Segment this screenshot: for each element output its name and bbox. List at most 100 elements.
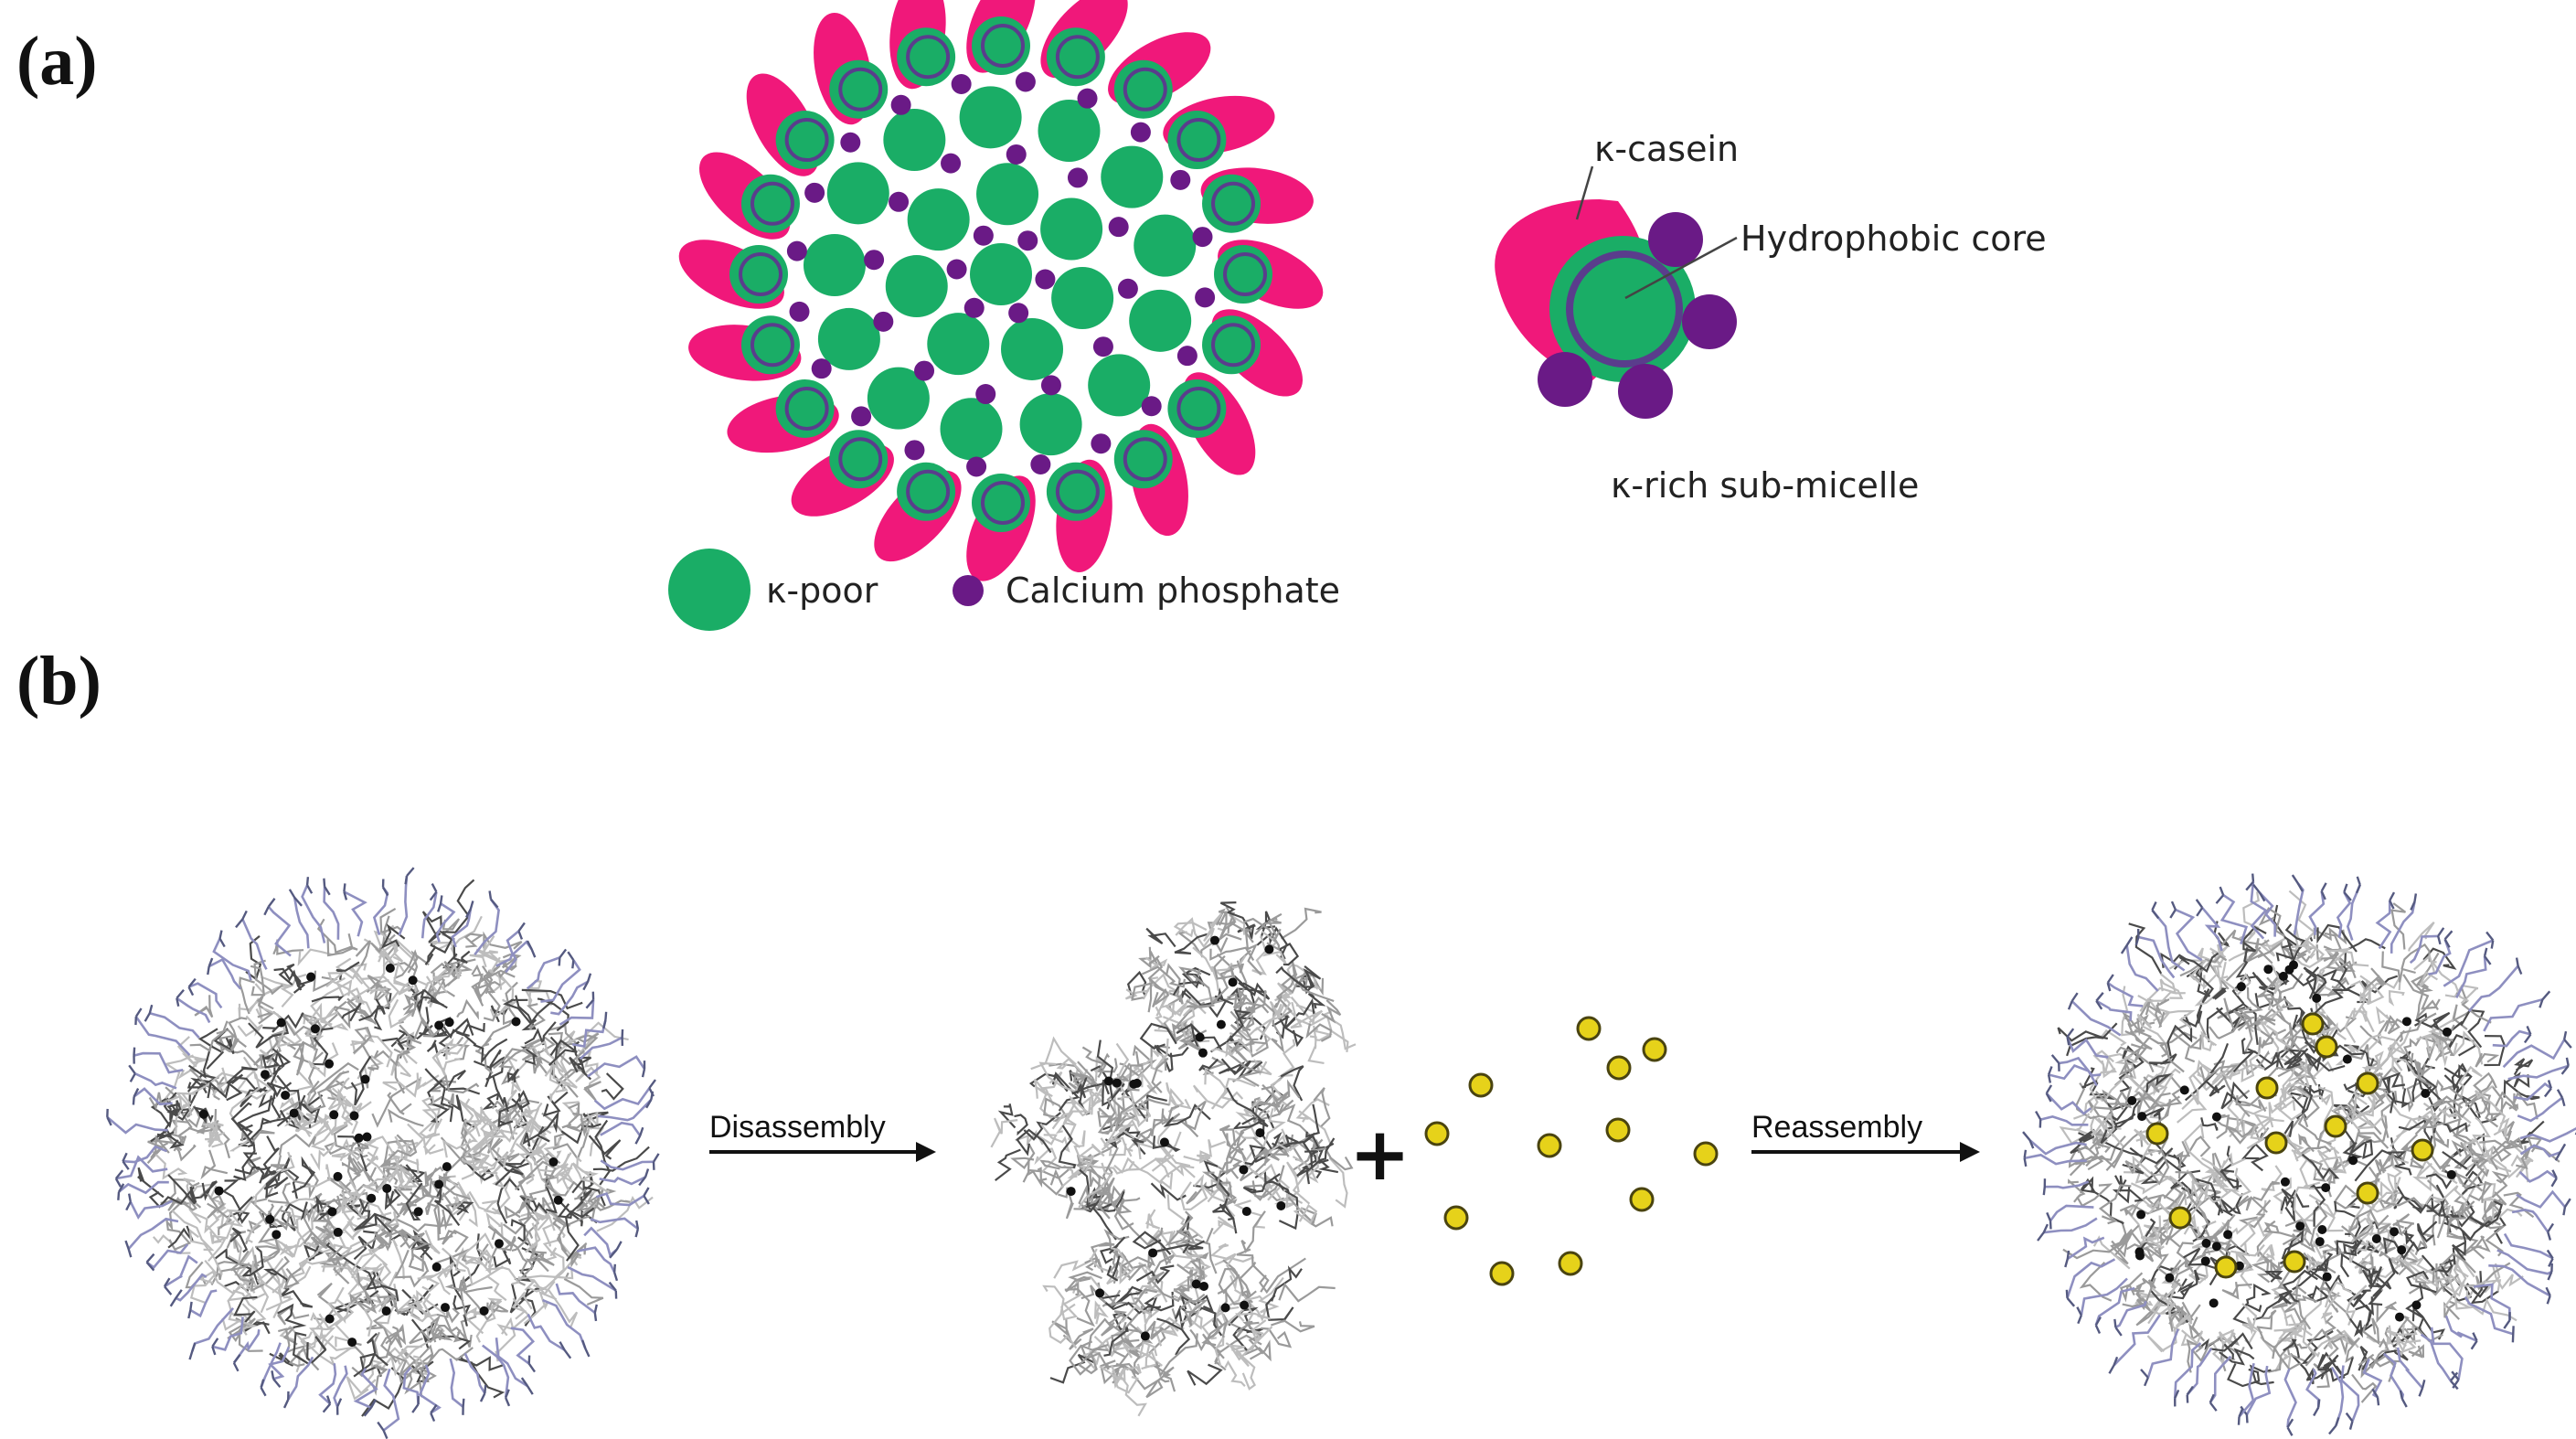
casein-chain bbox=[1178, 1034, 1204, 1053]
casein-chain bbox=[2202, 951, 2223, 991]
hair-tip bbox=[520, 1377, 534, 1395]
casein-chain bbox=[2440, 1280, 2465, 1309]
kappa-casein-hair bbox=[2175, 908, 2203, 962]
casein-chain bbox=[2395, 1324, 2417, 1353]
casein-chain bbox=[1081, 1046, 1108, 1078]
casein-chain bbox=[312, 1027, 334, 1066]
kappa-casein-hair bbox=[2464, 1295, 2514, 1336]
inner-submicelle bbox=[959, 86, 1022, 149]
casein-chain bbox=[1251, 1165, 1285, 1199]
casein-chain bbox=[1059, 1155, 1095, 1189]
casein-chain bbox=[308, 1311, 324, 1341]
hair-tip bbox=[2065, 1289, 2076, 1307]
casein-chain bbox=[1166, 1082, 1192, 1110]
casein-chain bbox=[1271, 1008, 1285, 1054]
casein-chain bbox=[1138, 946, 1159, 969]
casein-chain bbox=[1211, 1078, 1256, 1110]
kappa-casein-hair bbox=[526, 956, 560, 990]
calcium-phosphate-dot bbox=[904, 440, 925, 461]
casein-chain bbox=[314, 1225, 334, 1246]
casein-chain bbox=[267, 1182, 291, 1205]
casein-chain bbox=[1106, 1073, 1125, 1125]
casein-chain bbox=[361, 1178, 386, 1192]
casein-chain bbox=[350, 1055, 372, 1106]
casein-chain bbox=[2403, 1038, 2417, 1067]
casein-chain bbox=[1121, 1088, 1146, 1120]
casein-chain bbox=[528, 1040, 565, 1078]
casein-chain bbox=[1010, 1143, 1036, 1170]
hair-tip bbox=[2023, 1149, 2028, 1167]
casein-chain bbox=[2475, 1052, 2500, 1068]
casein-chain bbox=[2305, 1328, 2347, 1367]
inner-submicelle bbox=[907, 188, 970, 251]
calcium-node bbox=[1140, 1331, 1150, 1341]
casein-chain bbox=[2441, 1157, 2485, 1190]
calcium-phosphate-dot bbox=[1008, 303, 1029, 324]
casein-chain bbox=[1210, 962, 1233, 991]
casein-chain bbox=[2180, 1004, 2203, 1029]
calcium-phosphate-nanoclusters bbox=[786, 71, 1216, 477]
hair-tip bbox=[465, 901, 474, 918]
kappa-casein-hair bbox=[2151, 909, 2186, 972]
cap-dot-3 bbox=[1538, 352, 1592, 407]
casein-chain bbox=[2176, 1140, 2191, 1179]
casein-chain bbox=[2391, 1057, 2426, 1082]
calcium-node bbox=[198, 1109, 208, 1119]
casein-chain bbox=[501, 953, 522, 969]
calcium-phosphate-dot bbox=[786, 240, 807, 261]
casein-chain bbox=[456, 998, 479, 1020]
casein-chain bbox=[234, 1166, 265, 1184]
casein-chain bbox=[2261, 1165, 2283, 1192]
casein-chain bbox=[367, 1135, 413, 1189]
hair-tip bbox=[2195, 899, 2204, 917]
casein-chain bbox=[197, 1028, 225, 1070]
casein-chain bbox=[1290, 1009, 1324, 1029]
casein-chain bbox=[2316, 1251, 2334, 1272]
casein-chain bbox=[2306, 1063, 2318, 1086]
casein-chain bbox=[542, 1091, 569, 1117]
casein-chain bbox=[2424, 1185, 2468, 1205]
hair-tip bbox=[488, 890, 499, 909]
casein-chain bbox=[2405, 1283, 2431, 1342]
casein-chain bbox=[302, 1338, 353, 1368]
casein-chain bbox=[2501, 1120, 2516, 1145]
hair-tip bbox=[134, 1007, 143, 1026]
calcium-phosphate-dot bbox=[973, 225, 994, 246]
casein-chain bbox=[542, 1197, 568, 1252]
casein-chain bbox=[1298, 1110, 1333, 1146]
casein-chain bbox=[430, 1314, 446, 1343]
calcium-node bbox=[347, 1338, 357, 1348]
casein-chain bbox=[375, 947, 389, 987]
casein-chain bbox=[1098, 1294, 1129, 1311]
casein-chain bbox=[265, 1170, 282, 1199]
casein-chain bbox=[471, 965, 494, 998]
casein-chain bbox=[497, 1044, 532, 1085]
casein-chain bbox=[325, 1242, 378, 1290]
reassembled-loaded-micelle bbox=[2022, 873, 2576, 1436]
casein-chain bbox=[171, 1210, 215, 1252]
kappa-casein-hair bbox=[2106, 981, 2144, 1007]
casein-chain bbox=[310, 1141, 336, 1171]
casein-chain bbox=[278, 963, 302, 986]
casein-chain bbox=[2322, 1315, 2339, 1359]
calcium-phosphate-dot bbox=[1077, 88, 1098, 109]
casein-chain bbox=[2280, 1189, 2310, 1211]
casein-chain bbox=[431, 963, 462, 994]
casein-chain bbox=[556, 1215, 591, 1227]
inner-submicelle bbox=[927, 313, 990, 376]
calcium-phosphate-dot bbox=[966, 456, 987, 477]
casein-chain bbox=[2201, 1172, 2240, 1192]
casein-fragments bbox=[990, 901, 1357, 1417]
kappa-casein-hair bbox=[2238, 1362, 2255, 1418]
calcium-phosphate-dot bbox=[1067, 167, 1088, 188]
kappa-casein-hair bbox=[2507, 1064, 2570, 1081]
casein-chain bbox=[1232, 994, 1270, 1014]
inner-submicelle bbox=[1101, 145, 1164, 208]
calcium-node bbox=[2348, 1156, 2358, 1166]
kappa-casein-hair bbox=[189, 1289, 218, 1318]
casein-chain bbox=[1039, 1123, 1070, 1153]
kappa-casein-hair bbox=[599, 1176, 646, 1186]
casein-chain bbox=[1180, 1214, 1191, 1254]
casein-chain bbox=[205, 1137, 225, 1148]
